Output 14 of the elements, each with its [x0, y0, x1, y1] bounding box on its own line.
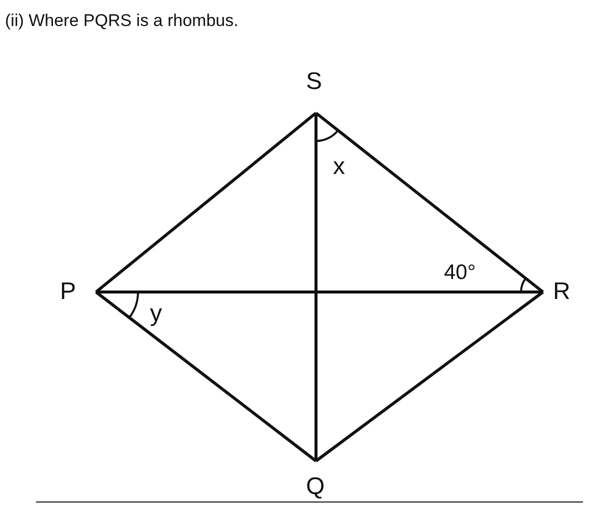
- vertex-label: Q: [306, 475, 325, 499]
- line-segment: [95, 112, 317, 294]
- vertex-label: R: [553, 280, 570, 304]
- angle-label: x: [333, 155, 345, 179]
- line-segment: [315, 112, 544, 294]
- line-segment: [95, 290, 317, 462]
- line-segment: [314, 113, 318, 461]
- line-segment: [96, 290, 543, 294]
- vertex-label: P: [60, 280, 76, 304]
- vertex-label: S: [306, 70, 322, 94]
- angle-label: y: [150, 302, 162, 326]
- title: (ii) Where PQRS is a rhombus.: [5, 12, 238, 29]
- line-segment: [315, 290, 544, 462]
- angle-label: 40°: [444, 262, 476, 283]
